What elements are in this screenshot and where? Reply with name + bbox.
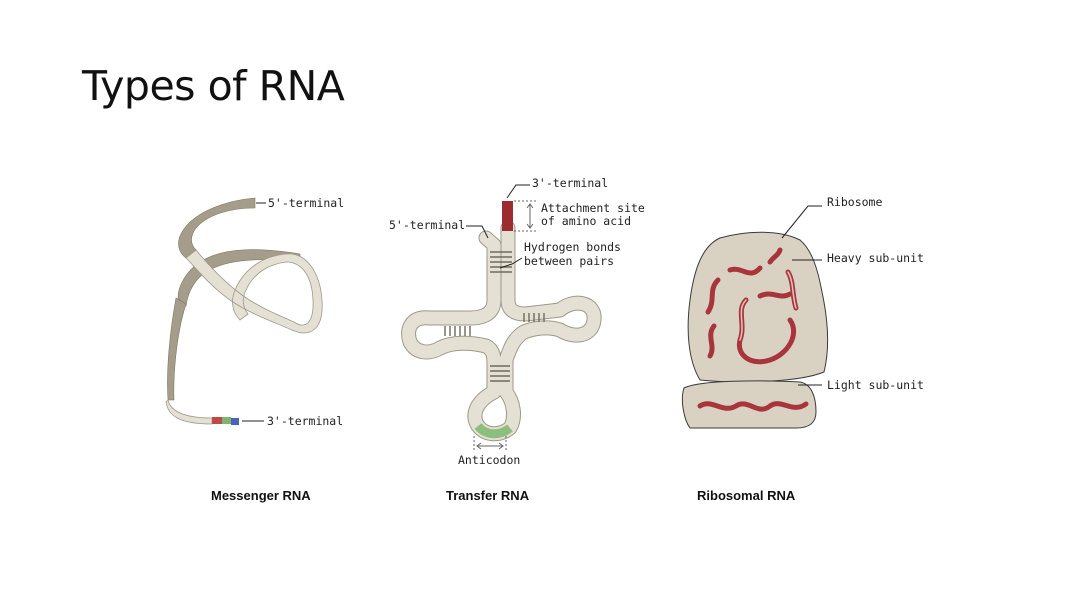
mrna-red-segment	[212, 417, 222, 424]
messenger-rna-diagram: 5'-terminal 3'-terminal Messenger RNA	[165, 196, 344, 503]
mrna-ribbon-light-tail	[165, 399, 213, 425]
trna-caption: Transfer RNA	[446, 488, 530, 503]
mrna-ribbon-light-loop	[185, 249, 323, 334]
trna-anticodon-bases	[474, 422, 513, 439]
heavy-subunit-label: Heavy sub-unit	[827, 251, 924, 265]
mrna-ribbon-dark-strand	[167, 297, 187, 401]
mrna-ribbon-dark-top	[178, 197, 256, 259]
trna-5-leader	[466, 225, 489, 239]
light-rrna-ribbon	[697, 401, 809, 412]
transfer-rna-diagram: 3'-terminal 5'-terminal Attachment site …	[389, 176, 645, 503]
trna-3-terminal-label: 3'-terminal	[532, 176, 608, 190]
mrna-blue-segment	[231, 418, 239, 425]
light-subunit-label: Light sub-unit	[827, 378, 924, 392]
trna-attachment-label-1: Attachment site	[541, 201, 645, 215]
trna-hbond-label-2: between pairs	[524, 254, 614, 268]
trna-stem	[402, 231, 501, 399]
rrna-caption: Ribosomal RNA	[697, 488, 796, 503]
trna-attachment-bracket	[514, 200, 536, 232]
ribosomal-rna-diagram: Ribosome Heavy sub-unit Light sub-unit R…	[681, 195, 924, 503]
mrna-5-terminal-label: 5'-terminal	[268, 196, 344, 210]
trna-3-leader	[506, 184, 530, 199]
heavy-subunit	[687, 231, 829, 383]
trna-right-arm	[499, 221, 601, 399]
ribosome-leader	[781, 205, 822, 239]
mrna-3-terminal-label: 3'-terminal	[267, 414, 343, 428]
trna-5-terminal-label: 5'-terminal	[389, 218, 465, 232]
slide-title: Types of RNA	[82, 62, 345, 110]
trna-hbond-ticks	[444, 251, 545, 382]
trna-hbond-label-1: Hydrogen bonds	[524, 240, 621, 254]
trna-hbond-leader	[499, 257, 523, 269]
trna-attachment-label-2: of amino acid	[541, 214, 631, 228]
mrna-green-segment	[222, 417, 231, 424]
mrna-caption: Messenger RNA	[211, 488, 311, 503]
trna-anticodon-label: Anticodon	[458, 453, 520, 467]
trna-anticodon-bracket	[473, 436, 507, 450]
ribosome-label: Ribosome	[827, 195, 882, 209]
trna-attachment-site	[502, 201, 513, 231]
